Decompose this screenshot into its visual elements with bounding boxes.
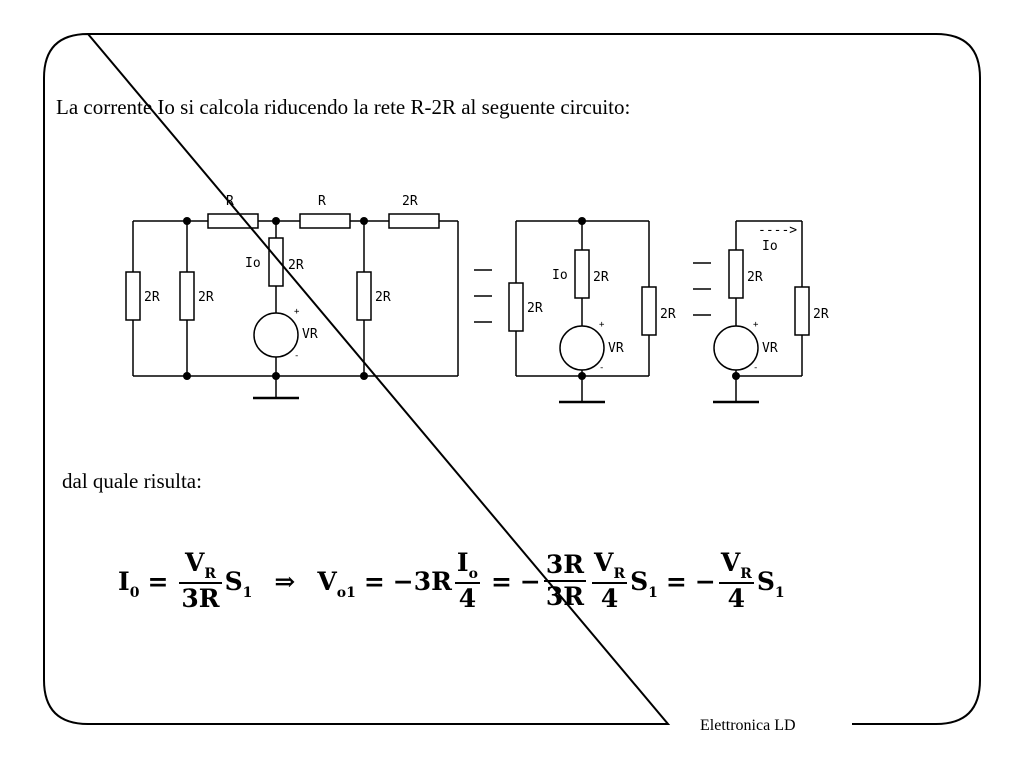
mid-current-label: Io (552, 268, 568, 283)
eq-implies: ⇒ (274, 566, 296, 596)
mid-voltage-source (559, 325, 605, 371)
right-source-label: VR (762, 341, 778, 356)
shunt-label-1: 2R (144, 290, 160, 305)
eq-neg-1: − (519, 566, 541, 596)
shunt-label-3: 2R (375, 290, 391, 305)
mid-branch-resistor (574, 249, 590, 299)
eq-io: I0 (118, 566, 140, 601)
shunt-resistor-1 (125, 271, 141, 321)
right-circuit (713, 220, 810, 404)
voltage-source (253, 312, 299, 358)
series-resistor-3 (388, 213, 440, 229)
eq-frac-vr-4: VR 4 (592, 548, 628, 613)
eq-frac-vr-4-b: VR 4 (718, 548, 754, 613)
right-current-label: Io (762, 239, 778, 254)
right-right-resistor (794, 286, 810, 336)
mid-plus-sign: + (599, 320, 605, 330)
eq-frac-io-4: Io 4 (454, 548, 480, 613)
junction-dots (183, 217, 740, 380)
series-label-1: R (226, 194, 234, 209)
current-label: Io (245, 256, 261, 271)
shunt-resistor-2 (179, 271, 195, 321)
eq-equals-4: = (665, 566, 687, 596)
shunt-label-2: 2R (198, 290, 214, 305)
footer-label: Elettronica LD (700, 717, 796, 734)
right-arrow-label: ----> (758, 223, 797, 238)
right-plus-sign: + (753, 320, 759, 330)
right-voltage-source (713, 325, 759, 371)
series-label-3: 2R (402, 194, 418, 209)
eq-equals-1: = (147, 566, 169, 596)
mid-source-label: VR (608, 341, 624, 356)
mid-minus-sign: - (599, 363, 604, 373)
equation: I0 = VR 3R S1 ⇒ Vo1 = −3R Io 4 = − 3R 3R… (118, 536, 785, 626)
right-minus-sign: - (753, 363, 758, 373)
source-label: VR (302, 327, 318, 342)
plus-sign: + (294, 307, 300, 317)
mid-right-label: 2R (660, 307, 676, 322)
eq-s1-b: S1 (630, 566, 658, 601)
right-branch-resistor (728, 249, 744, 299)
series-resistor-1 (207, 213, 259, 229)
eq-s1: S1 (224, 566, 253, 601)
mid-left-resistor (508, 282, 524, 332)
eq-vo1: Vo1 (317, 566, 356, 601)
eq-equals-2: = (363, 566, 385, 596)
eq-neg-2: − (694, 566, 716, 596)
branch-resistor (268, 237, 284, 287)
branch-label: 2R (288, 258, 304, 273)
series-resistor-2 (299, 213, 351, 229)
frame-border (43, 32, 981, 725)
left-circuit (125, 213, 459, 400)
intro-text: La corrente Io si calcola riducendo la r… (56, 95, 631, 119)
mid-left-label: 2R (527, 301, 543, 316)
mid-right-resistor (641, 286, 657, 336)
eq-minus-3r: −3R (392, 566, 452, 596)
eq-frac-3r-3r: 3R 3R (543, 550, 587, 611)
shunt-resistor-3 (356, 271, 372, 321)
eq-s1-c: S1 (756, 566, 785, 601)
right-right-label: 2R (813, 307, 829, 322)
series-label-2: R (318, 194, 326, 209)
right-branch-label: 2R (747, 270, 763, 285)
result-text: dal quale risulta: (62, 469, 202, 493)
mid-branch-label: 2R (593, 270, 609, 285)
eq-frac-vr-3r: VR 3R (179, 548, 222, 613)
eq-equals-3: = (490, 566, 512, 596)
minus-sign: - (294, 351, 299, 361)
